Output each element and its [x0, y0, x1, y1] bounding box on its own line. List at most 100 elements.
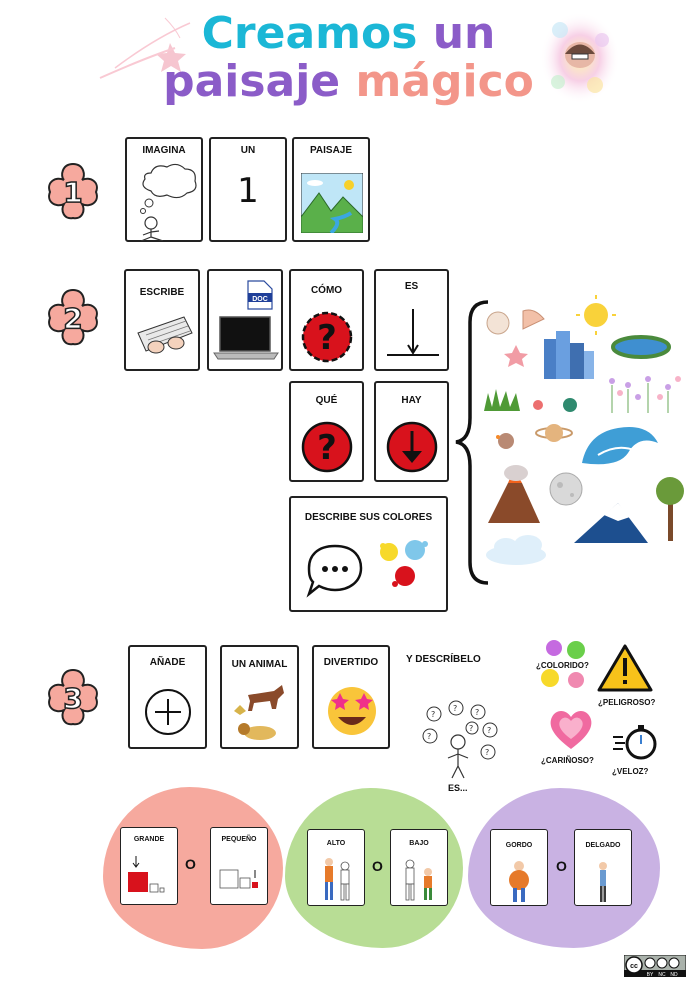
flower-icon: 3: [48, 668, 98, 726]
card-label: UN: [240, 145, 256, 156]
avatar: [540, 10, 620, 105]
number-one-glyph: 1: [237, 171, 259, 211]
step-1-badge: 1: [40, 158, 106, 224]
quality-peligroso: ¿PELIGROSO?: [598, 698, 656, 707]
card-label: ESCRIBE: [139, 287, 185, 298]
curly-brace: [455, 300, 489, 585]
card-label: AÑADE: [149, 657, 186, 668]
page-title-line2: paisaje mágico: [0, 56, 697, 107]
planets-icon: [496, 398, 577, 449]
svg-text:?: ?: [431, 710, 435, 719]
doc-label: DOC: [252, 296, 268, 303]
moon-icon: [549, 472, 583, 506]
card-computer: DOC: [207, 269, 283, 371]
step-3-number: 3: [63, 682, 82, 715]
card-label: QUÉ: [315, 395, 338, 406]
card-es: ES: [374, 269, 449, 371]
svg-text:?: ?: [469, 724, 473, 733]
title-word-un: un: [432, 8, 496, 59]
thin-person-icon: [599, 862, 607, 902]
title-word-paisaje: paisaje: [163, 56, 341, 107]
flowers-icon: [604, 373, 684, 413]
title-stars-decoration: [95, 8, 205, 88]
card-alto: ALTO: [307, 829, 365, 906]
license-by: BY: [647, 972, 654, 977]
lake-icon: [611, 335, 671, 359]
card-un-animal: UN ANIMAL: [220, 645, 299, 749]
card-label: GORDO: [505, 842, 533, 849]
short-person-icon: [405, 859, 432, 901]
animals-icon: [234, 685, 284, 740]
card-label: GRANDE: [133, 836, 165, 843]
question-mark-icon: ?: [301, 421, 353, 473]
connector-o: O: [556, 858, 567, 874]
tall-person-icon: [325, 858, 350, 901]
volcano-icon: [488, 465, 540, 523]
quality-veloz: ¿VELOZ?: [612, 767, 649, 776]
card-hay: HAY: [374, 381, 449, 482]
step-2-badge: 2: [40, 284, 106, 350]
landscape-icon: [301, 173, 363, 233]
flower-icon: 1: [48, 162, 98, 220]
title-word-creamos: Creamos: [201, 8, 418, 59]
question-mark-icon: ?: [301, 311, 353, 363]
stopwatch-icon: [613, 725, 657, 760]
flower-icon: 2: [48, 288, 98, 346]
keyboard-typing-icon: [137, 316, 193, 354]
card-label: PAISAJE: [309, 145, 353, 156]
clouds-icon: [486, 535, 546, 565]
tree-icon: [656, 477, 684, 541]
svg-text:?: ?: [485, 748, 489, 757]
card-label: IMAGINA: [142, 145, 186, 156]
card-gordo: GORDO: [490, 829, 548, 906]
sun-icon: [576, 295, 616, 335]
card-bajo: BAJO: [390, 829, 448, 906]
svg-text:?: ?: [453, 704, 457, 713]
small-square-icon: [219, 869, 258, 889]
card-que: QUÉ ?: [289, 381, 364, 482]
star-struck-emoji-icon: [328, 687, 376, 735]
paint-splash-icon: [380, 540, 428, 587]
step-1-number: 1: [63, 176, 82, 209]
down-arrow-to-line-icon: [387, 309, 439, 356]
speech-bubble-icon: [306, 544, 363, 598]
card-como: CÓMO ?: [289, 269, 364, 371]
card-paisaje: PAISAJE: [292, 137, 370, 242]
landscape-elements-illustrations: [484, 295, 684, 565]
svg-text:?: ?: [427, 732, 431, 741]
license-nd: ND: [670, 972, 678, 977]
card-label: BAJO: [409, 840, 429, 847]
card-divertido: DIVERTIDO: [312, 645, 390, 749]
card-grande: GRANDE: [120, 827, 178, 905]
card-anade: AÑADE: [128, 645, 207, 749]
grass-icon: [484, 389, 520, 411]
page-title-line1: Creamos un: [0, 8, 697, 59]
big-square-icon: [128, 856, 165, 893]
card-un: UN 1: [209, 137, 287, 242]
svg-text:?: ?: [487, 726, 491, 735]
title-word-magico: mágico: [355, 56, 534, 107]
laptop-doc-icon: DOC: [213, 280, 279, 360]
avatar-girl-icon: [540, 12, 620, 104]
plus-icon: [145, 689, 191, 735]
card-label: DESCRIBE SUS COLORES: [304, 512, 433, 523]
y-describelo-label: Y DESCRÍBELO: [406, 654, 481, 665]
card-label: DIVERTIDO: [323, 657, 379, 668]
license-nc: NC: [658, 972, 666, 977]
down-arrow-icon: [386, 421, 438, 473]
card-label: ALTO: [326, 840, 346, 847]
warning-icon: [597, 644, 653, 692]
thought-bubble-icon: [140, 163, 197, 241]
card-delgado: DELGADO: [574, 829, 632, 906]
mountain-icon: [574, 503, 648, 543]
star-icon: [99, 17, 191, 79]
svg-text:?: ?: [317, 318, 337, 358]
connector-o: O: [185, 856, 196, 872]
svg-text:?: ?: [317, 428, 337, 468]
card-imagina: IMAGINA: [125, 137, 203, 242]
cc-license-badge: cc BY NC ND: [624, 955, 686, 977]
wave-icon: [582, 427, 658, 465]
card-escribe: ESCRIBE: [124, 269, 200, 371]
card-describe-sus-colores: DESCRIBE SUS COLORES: [289, 496, 448, 612]
card-label: PEQUEÑO: [221, 836, 257, 843]
